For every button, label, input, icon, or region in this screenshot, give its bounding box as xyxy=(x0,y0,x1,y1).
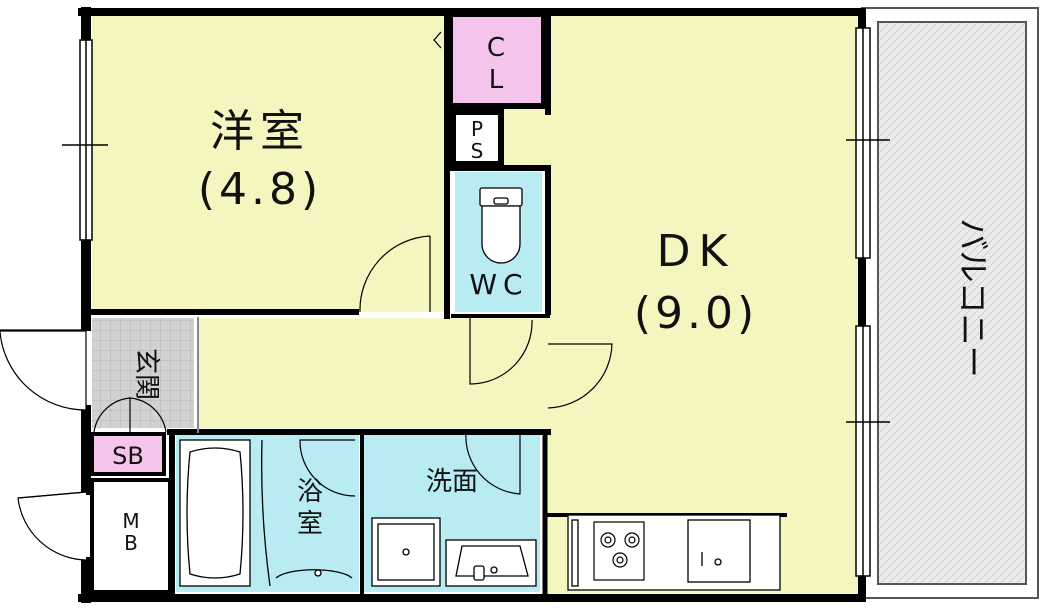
windows xyxy=(62,27,890,577)
doors xyxy=(0,31,613,561)
stove xyxy=(593,521,645,581)
bathroom-label-2: 室 xyxy=(297,509,323,539)
washbasin xyxy=(445,539,537,587)
entrance-floor xyxy=(92,318,194,428)
washing-machine xyxy=(371,517,441,587)
dk-size: (9.0) xyxy=(634,288,758,339)
meter-box-label-1: M xyxy=(122,509,139,533)
shoe-box xyxy=(90,432,166,476)
balcony xyxy=(861,7,1039,599)
shoe-box-label: SB xyxy=(112,442,144,470)
balcony-label: バルコニー xyxy=(954,218,992,377)
pipe-space-label-2: S xyxy=(471,139,484,163)
kitchen-sink xyxy=(687,519,751,583)
closet-label-2: L xyxy=(489,65,504,95)
pipe-space-label-1: P xyxy=(471,117,483,141)
dk-label: DK xyxy=(657,226,736,277)
meter-box-label-2: B xyxy=(124,531,138,555)
pipe-space xyxy=(450,109,504,167)
western-room-floor xyxy=(92,14,447,312)
bathroom-label-1: 浴 xyxy=(297,477,323,507)
western-room-size: (4.8) xyxy=(198,164,322,215)
bathtub xyxy=(179,439,353,587)
toilet xyxy=(479,187,523,264)
closet-label-1: C xyxy=(487,33,505,63)
entrance-label: 玄関 xyxy=(131,348,161,400)
western-room-label: 洋室 xyxy=(210,106,310,157)
dk-floor xyxy=(547,14,859,598)
hallway-floor xyxy=(198,318,548,428)
washroom-label: 洗面 xyxy=(426,467,478,497)
wc-label: WC xyxy=(469,268,528,301)
